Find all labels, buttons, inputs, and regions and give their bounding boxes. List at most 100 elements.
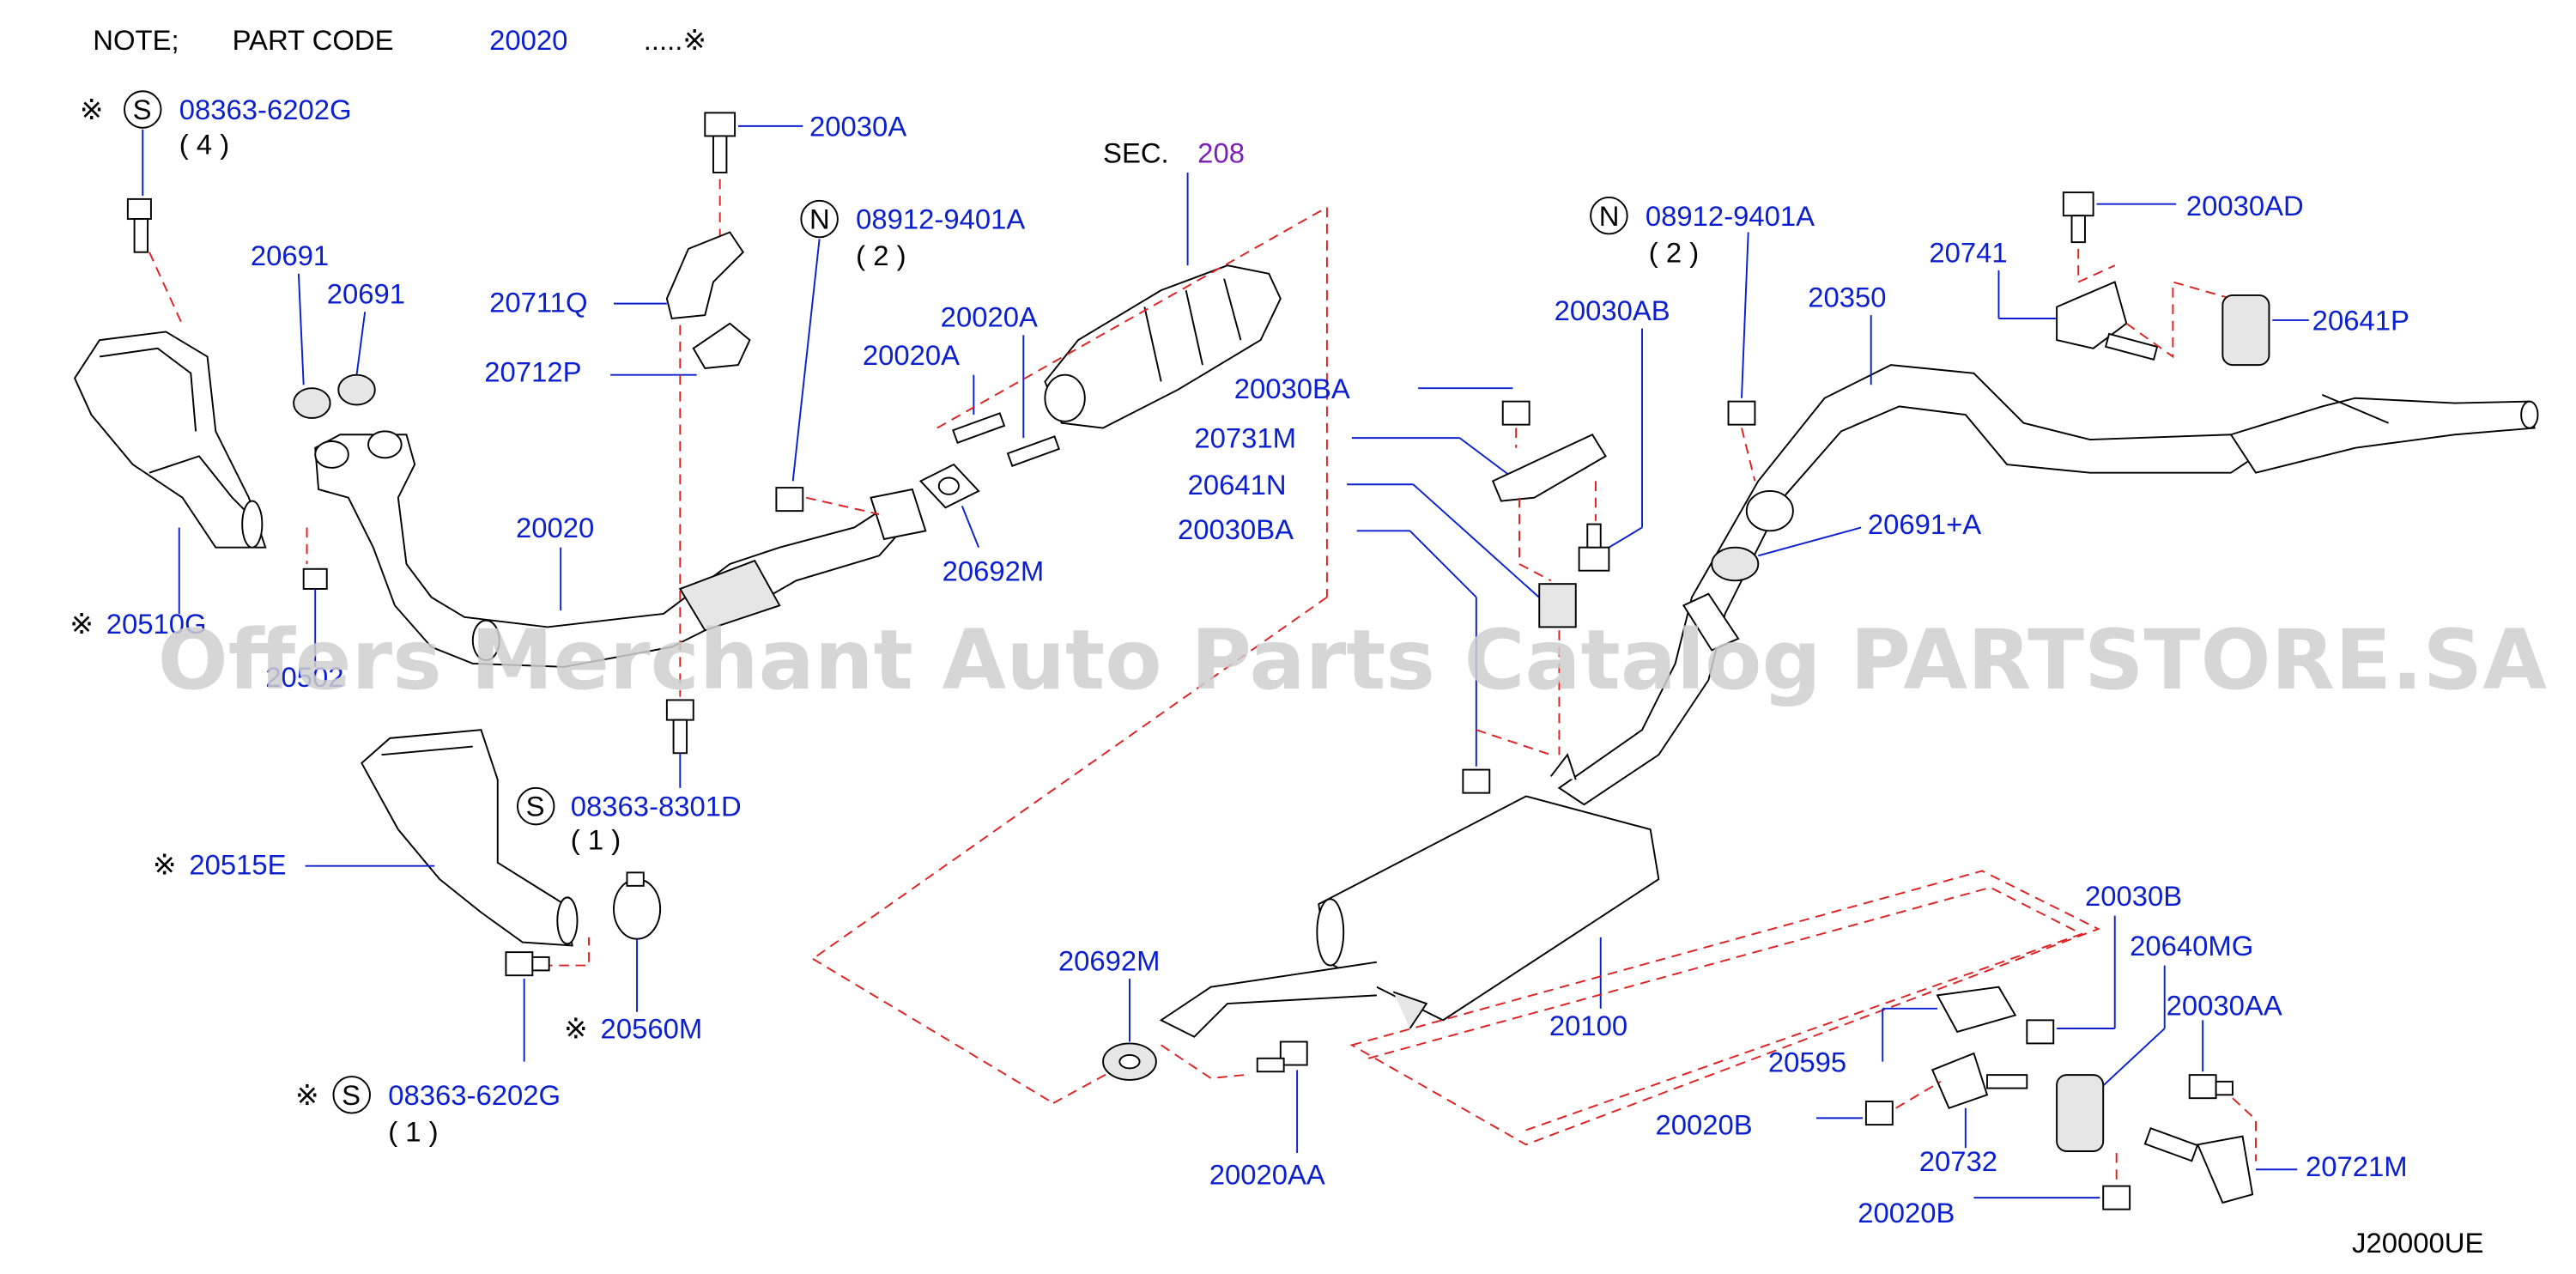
label-20691A[interactable]: 20691+A: [1868, 508, 1981, 540]
assembly-line: [1161, 1044, 1245, 1079]
label-20712P[interactable]: 20712P: [484, 355, 581, 387]
qty-4: ( 4 ): [179, 129, 229, 161]
stud-icon: [1985, 1074, 2028, 1089]
assembly-outline: [1349, 870, 2100, 1146]
bolt-icon: [1578, 523, 1610, 572]
label-08363-6202G-bot[interactable]: 08363-6202G: [388, 1079, 561, 1111]
label-08912-9401A-left[interactable]: 08912-9401A: [856, 203, 1025, 235]
assembly-line: [936, 206, 1328, 429]
label-20020B-b[interactable]: 20020B: [1858, 1197, 1955, 1228]
leader-line: [2092, 1028, 2166, 1096]
label-20020B-a[interactable]: 20020B: [1656, 1109, 1753, 1141]
label-20741[interactable]: 20741: [1929, 236, 2007, 268]
gasket-icon: [337, 373, 376, 406]
label-20732[interactable]: 20732: [1919, 1145, 1997, 1177]
leader-line: [791, 239, 821, 482]
label-20692M-top[interactable]: 20692M: [943, 555, 1045, 586]
assembly-line: [812, 596, 1328, 960]
label-20711Q[interactable]: 20711Q: [489, 286, 587, 318]
nut-icon: [775, 487, 804, 513]
label-20030B[interactable]: 20030B: [2085, 880, 2182, 912]
label-20100[interactable]: 20100: [1549, 1010, 1627, 1041]
label-20731M[interactable]: 20731M: [1194, 422, 1296, 454]
qty-1-bot: ( 1 ): [388, 1115, 438, 1147]
label-20640MG[interactable]: 20640MG: [2130, 930, 2253, 962]
label-20510G[interactable]: 20510G: [106, 608, 207, 640]
label-20350[interactable]: 20350: [1808, 281, 1886, 312]
label-20692M-bot[interactable]: 20692M: [1058, 944, 1161, 976]
leader-line: [1608, 526, 1643, 549]
sec-value[interactable]: 208: [1197, 136, 1245, 168]
bracket-20711Q-part: [665, 231, 744, 320]
qty-2-right: ( 2 ): [1649, 236, 1699, 268]
bolt-icon: [2188, 1074, 2234, 1100]
assembly-line: [2077, 248, 2116, 283]
label-20020[interactable]: 20020: [516, 512, 594, 543]
assembly-line: [1518, 497, 1552, 582]
label-20641P[interactable]: 20641P: [2312, 305, 2409, 337]
note-prefix: NOTE;: [93, 24, 179, 56]
label-08363-8301D[interactable]: 08363-8301D: [571, 791, 742, 822]
label-20020A-b[interactable]: 20020A: [863, 339, 960, 371]
bolt-icon: [2143, 1127, 2199, 1162]
leader-line: [355, 312, 367, 375]
ref-mark: ※: [70, 608, 94, 640]
label-20595[interactable]: 20595: [1768, 1046, 1846, 1077]
leader-line: [1741, 232, 1749, 398]
assembly-line: [1476, 729, 1552, 756]
qty-2-left: ( 2 ): [856, 240, 906, 271]
sec-label: SEC.: [1103, 136, 1169, 168]
label-20515E[interactable]: 20515E: [189, 848, 286, 880]
bracket-20732-part: [1930, 1052, 1989, 1109]
nut-icon: [302, 567, 328, 590]
rubber-hanger-icon: [2056, 1074, 2105, 1152]
note-part-code[interactable]: 20020: [489, 24, 567, 56]
assembly-line: [2232, 1097, 2257, 1162]
label-20030AA[interactable]: 20030AA: [2167, 990, 2282, 1022]
label-20560M[interactable]: 20560M: [601, 1013, 703, 1045]
assembly-line: [1895, 1081, 1942, 1109]
leader-line: [961, 505, 980, 549]
stud-icon: [952, 412, 1006, 444]
label-08912-9401A-right[interactable]: 08912-9401A: [1646, 200, 1815, 232]
assembly-line: [812, 958, 1054, 1104]
stud-icon: [1006, 435, 1061, 467]
n-circle-icon: [800, 199, 839, 239]
muffler-part: [1159, 753, 1660, 1038]
bolt-icon: [665, 699, 694, 755]
label-20691-a[interactable]: 20691: [251, 240, 329, 271]
watermark: Offers Merchant Auto Parts Catalog PARTS…: [158, 611, 2548, 708]
n-mark: N: [1599, 200, 1620, 232]
rubber-hanger-icon: [2221, 294, 2270, 367]
label-20030BA-b[interactable]: 20030BA: [1178, 513, 1294, 545]
label-20502[interactable]: 20502: [265, 661, 343, 693]
label-08363-6202G-top[interactable]: 08363-6202G: [179, 94, 352, 125]
catalytic-converter-part: [1044, 264, 1282, 429]
s-mark: S: [342, 1079, 361, 1111]
front-exhaust-tube-part: [314, 430, 927, 668]
label-20030BA-a[interactable]: 20030BA: [1234, 373, 1350, 404]
label-20030AD[interactable]: 20030AD: [2186, 190, 2304, 221]
center-pipe-part: [1557, 364, 2258, 806]
label-20721M[interactable]: 20721M: [2306, 1150, 2408, 1182]
label-20020A-a[interactable]: 20020A: [941, 301, 1038, 333]
label-20691-b[interactable]: 20691: [327, 278, 405, 310]
leader-line: [1758, 526, 1862, 557]
nut-icon: [1727, 400, 1756, 426]
gasket-icon: [1711, 546, 1760, 582]
n-circle-icon: [1590, 196, 1628, 235]
label-20030A[interactable]: 20030A: [809, 110, 906, 142]
note-part-code-label: PART CODE: [233, 24, 394, 56]
label-20641N[interactable]: 20641N: [1188, 469, 1287, 500]
bolt-icon: [126, 197, 152, 253]
tail-pipe-part: [2229, 393, 2539, 474]
s-circle-icon: [124, 90, 162, 129]
label-20030AB[interactable]: 20030AB: [1555, 294, 1670, 326]
nut-icon: [2102, 1185, 2131, 1210]
qty-1-mid: ( 1 ): [571, 823, 621, 855]
leader-line: [1409, 530, 1477, 598]
label-20020AA[interactable]: 20020AA: [1209, 1159, 1325, 1191]
ref-mark: ※: [153, 848, 177, 880]
